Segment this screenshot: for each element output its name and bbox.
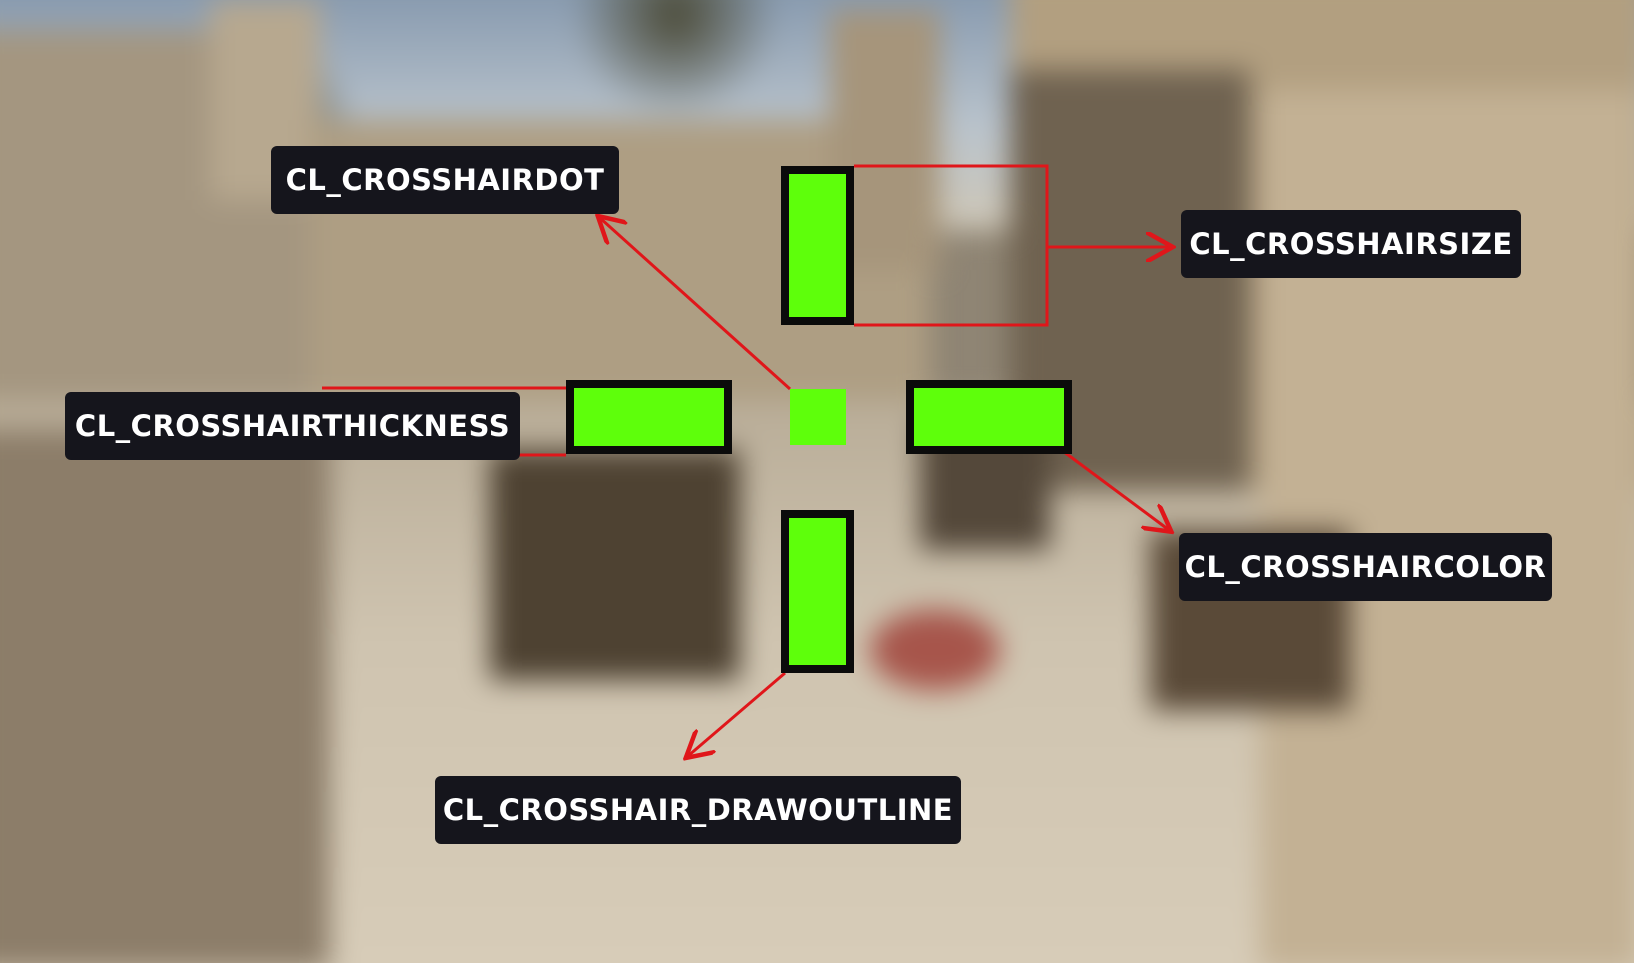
label-crosshaircolor: CL_CROSSHAIRCOLOR [1179, 533, 1552, 601]
graffiti-mark [870, 610, 1000, 690]
crosshair-center-dot [790, 389, 846, 445]
palm-tree-top [570, 0, 780, 120]
label-crosshair-drawoutline: CL_CROSSHAIR_DRAWOUTLINE [435, 776, 961, 844]
bracket-crosshairsize [854, 164, 1049, 327]
label-crosshairdot: CL_CROSSHAIRDOT [271, 146, 619, 214]
crates-left [490, 450, 740, 680]
crosshair-bottom-bar [781, 510, 854, 673]
arrow-crosshairdot [600, 218, 792, 391]
label-crosshairsize: CL_CROSSHAIRSIZE [1181, 210, 1521, 278]
crosshair-right-bar [906, 380, 1072, 454]
wall-left-shadow [0, 430, 330, 963]
crosshair-top-bar [781, 166, 854, 325]
crosshair-left-bar [566, 380, 732, 454]
arrow-crosshair-drawoutline [688, 671, 786, 756]
label-crosshairthickness: CL_CROSSHAIRTHICKNESS [65, 392, 520, 460]
